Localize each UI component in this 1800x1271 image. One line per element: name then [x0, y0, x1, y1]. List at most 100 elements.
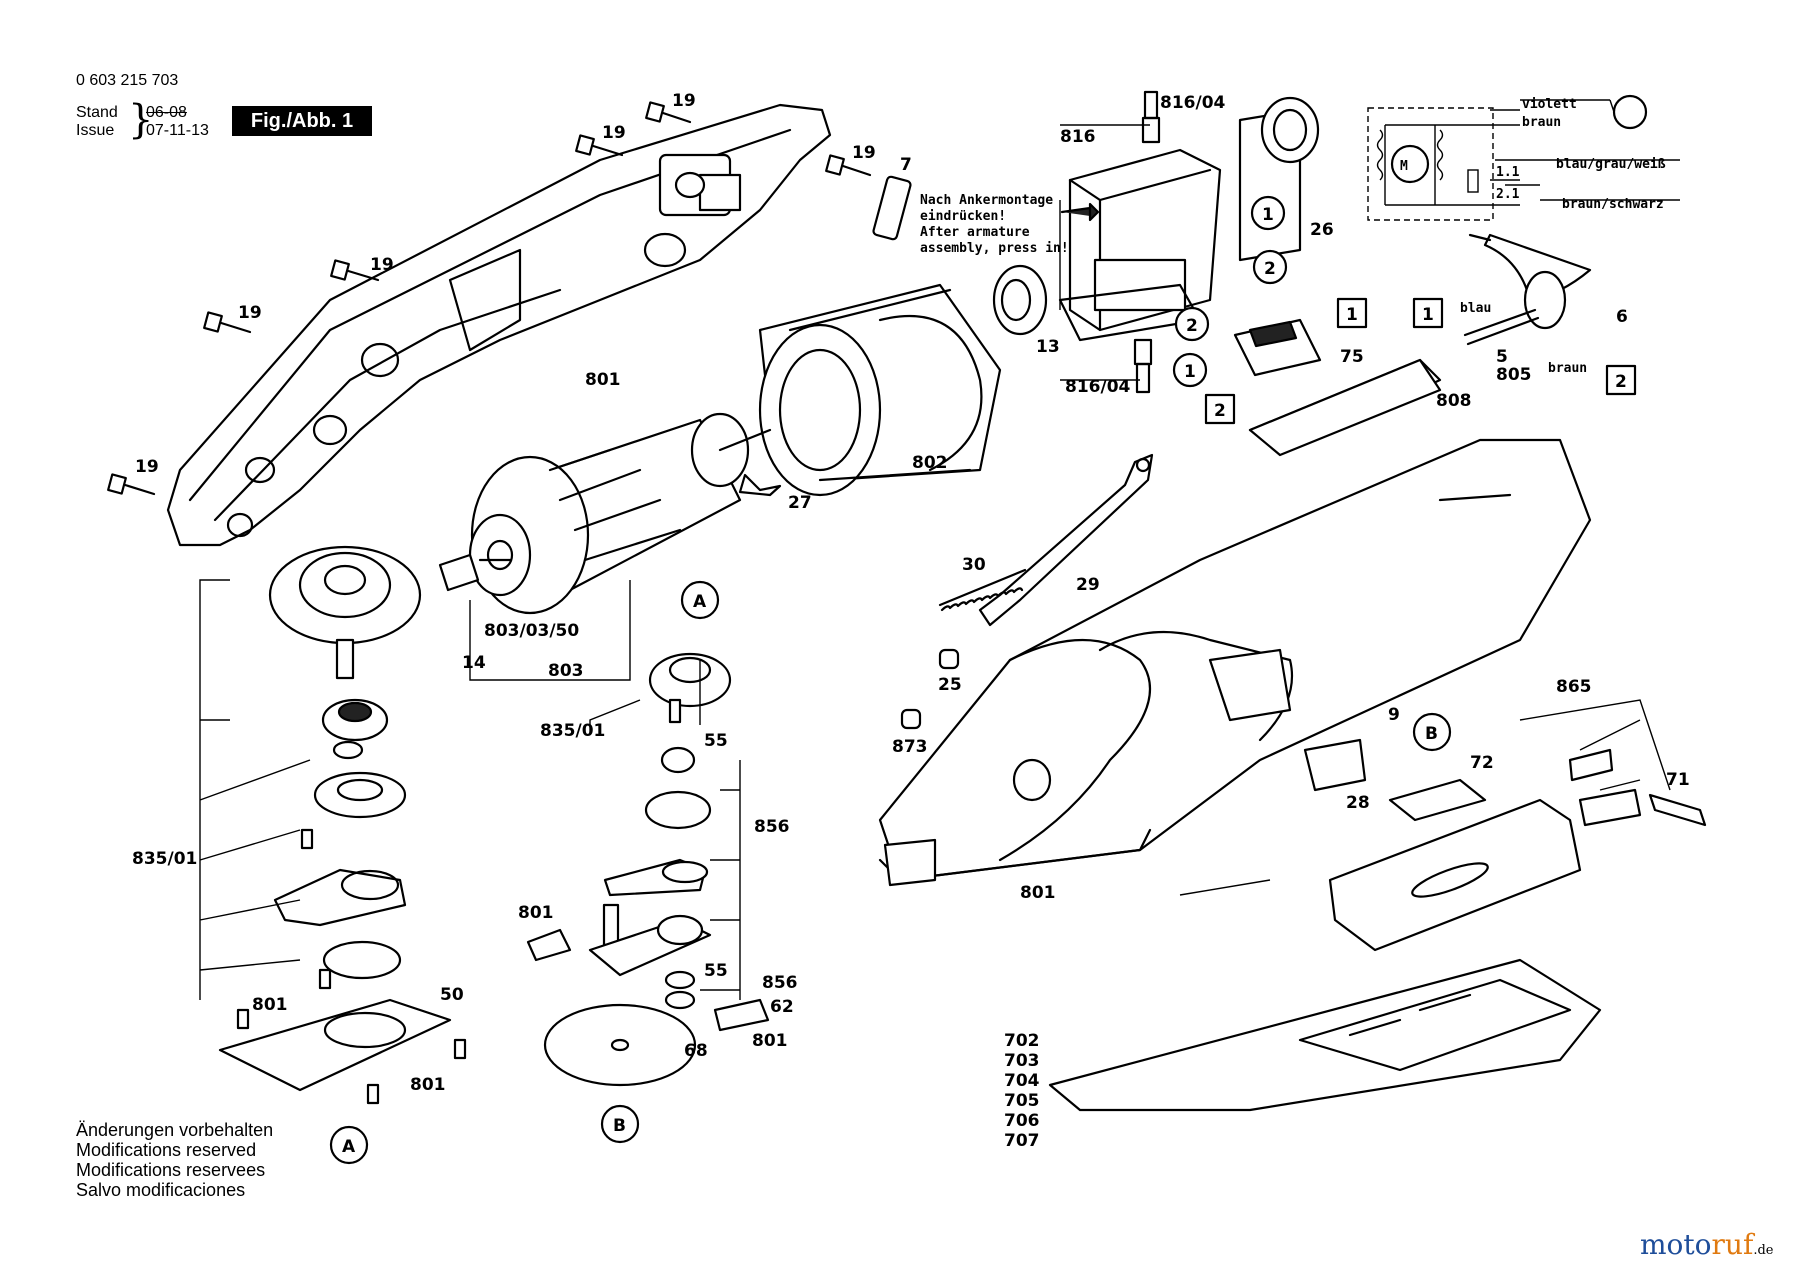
callout-circle-1-a: 1	[1250, 195, 1286, 231]
label-803: 803	[548, 661, 584, 681]
spring-30	[938, 568, 1027, 612]
callout-circle-1-b: 1	[1172, 352, 1208, 388]
label-805: 805	[1496, 365, 1532, 385]
contact-27	[738, 473, 782, 497]
callout-circle-a-bottom: A	[329, 1125, 369, 1165]
note-line-4: assembly, press in!	[920, 241, 1069, 256]
label-873: 873	[892, 737, 928, 757]
bracket-7	[872, 175, 912, 241]
screw-19-c	[825, 154, 872, 177]
pin-2-1: 2.1	[1496, 187, 1520, 202]
svg-text:1: 1	[1262, 205, 1274, 225]
label-803-03-50: 803/03/50	[484, 621, 579, 641]
logo-text-moto: moto	[1640, 1228, 1712, 1261]
callout-square-2-a: 2	[1204, 393, 1236, 425]
clip-71	[1648, 793, 1707, 827]
svg-text:B: B	[1425, 724, 1438, 744]
button-28	[1303, 738, 1367, 792]
wire-braun-2: braun	[1548, 361, 1587, 376]
label-71: 71	[1666, 770, 1690, 790]
label-13: 13	[1036, 337, 1060, 357]
screw-19-e	[203, 311, 252, 334]
svg-text:A: A	[693, 592, 707, 612]
field-stator-802	[758, 283, 1002, 497]
cover-808	[1248, 358, 1442, 457]
label-68: 68	[684, 1041, 708, 1061]
label-856-b: 856	[762, 973, 798, 993]
label-27: 27	[788, 493, 812, 513]
callout-square-1-b: 1	[1412, 297, 1444, 329]
stand-date: 06-08	[146, 104, 187, 121]
wire-braun: braun	[1522, 115, 1561, 130]
label-72: 72	[1470, 753, 1494, 773]
svg-text:2: 2	[1264, 259, 1276, 279]
wire-braun-schwarz: braun/schwarz	[1562, 197, 1664, 212]
label-7: 7	[900, 155, 912, 175]
label-62: 62	[770, 997, 794, 1017]
label-30: 30	[962, 555, 986, 575]
label-50: 50	[440, 985, 464, 1005]
label-75: 75	[1340, 347, 1364, 367]
svg-text:2: 2	[1615, 372, 1627, 392]
wire-violett: violett	[1522, 97, 1577, 112]
label-704: 704	[1004, 1071, 1040, 1091]
label-9: 9	[1388, 705, 1400, 725]
notice-en: Modifications reserved	[76, 1140, 257, 1160]
label-865: 865	[1556, 677, 1592, 697]
part-labels: 19 19 19 19 19 19 7 816/04 816 816/04 26…	[132, 91, 1690, 1151]
power-cable-6	[1463, 233, 1592, 346]
note-line-3: After armature	[920, 225, 1030, 240]
label-816-04-top: 816/04	[1160, 93, 1226, 113]
callout-circle-2-a: 2	[1252, 249, 1288, 285]
logo-text-ruf: ruf	[1711, 1228, 1754, 1261]
label-707: 707	[1004, 1131, 1040, 1151]
modifications-notice: Änderungen vorbehalten Modifications res…	[76, 1120, 273, 1200]
callout-circle-b-bottom: B	[600, 1104, 640, 1144]
svg-text:1: 1	[1184, 362, 1196, 382]
label-28: 28	[1346, 793, 1370, 813]
label-55-a: 55	[704, 731, 728, 751]
label-705: 705	[1004, 1091, 1040, 1111]
svg-text:1: 1	[1422, 305, 1434, 325]
notice-es: Salvo modificaciones	[76, 1180, 246, 1200]
wire-blau-grau-weiss: blau/grau/weiß	[1556, 157, 1666, 172]
screw-19-group	[107, 101, 872, 496]
notice-de: Änderungen vorbehalten	[76, 1120, 274, 1140]
label-5: 5	[1496, 347, 1508, 367]
clip-865-a	[1568, 748, 1614, 782]
label-856-a: 856	[754, 817, 790, 837]
electronics-board-26	[1238, 96, 1320, 262]
svg-text:A: A	[342, 1137, 356, 1157]
wire-blau: blau	[1460, 301, 1491, 316]
svg-text:2: 2	[1186, 316, 1198, 336]
armature-803	[438, 412, 772, 615]
svg-text:B: B	[613, 1116, 626, 1136]
label-55-b: 55	[704, 961, 728, 981]
screw-19-b	[575, 134, 624, 157]
foot-72	[1388, 778, 1487, 822]
label-702: 702	[1004, 1031, 1040, 1051]
label-6: 6	[1616, 307, 1628, 327]
figure-tag: Fig./Abb. 1	[232, 106, 372, 136]
screw-19-d	[330, 259, 380, 282]
wiring-labels: violett braun blau/grau/weiß braun/schwa…	[1400, 97, 1666, 376]
label-26: 26	[1310, 220, 1334, 240]
clip-865-b	[1578, 788, 1642, 827]
label-816-04-bottom: 816/04	[1065, 377, 1131, 397]
callout-circle-a-top: A	[680, 580, 720, 620]
label-801-clip: 801	[752, 1031, 788, 1051]
label-801-top: 801	[585, 370, 621, 390]
note-line-2: eindrücken!	[920, 209, 1006, 224]
label-19-f: 19	[135, 457, 159, 477]
squared-callouts: 1 1 2 2	[1204, 297, 1637, 425]
label-801-lower: 801	[1020, 883, 1056, 903]
callout-square-1-a: 1	[1336, 297, 1368, 329]
gear-stack	[218, 545, 467, 1105]
label-835-01-center: 835/01	[540, 721, 605, 741]
label-835-01-left: 835/01	[132, 849, 197, 869]
svg-text:2: 2	[1214, 401, 1226, 421]
brand-logo: motoruf.de	[1640, 1228, 1773, 1261]
housing-half-801	[166, 103, 832, 547]
callout-square-2-b: 2	[1605, 364, 1637, 396]
label-802: 802	[912, 453, 948, 473]
